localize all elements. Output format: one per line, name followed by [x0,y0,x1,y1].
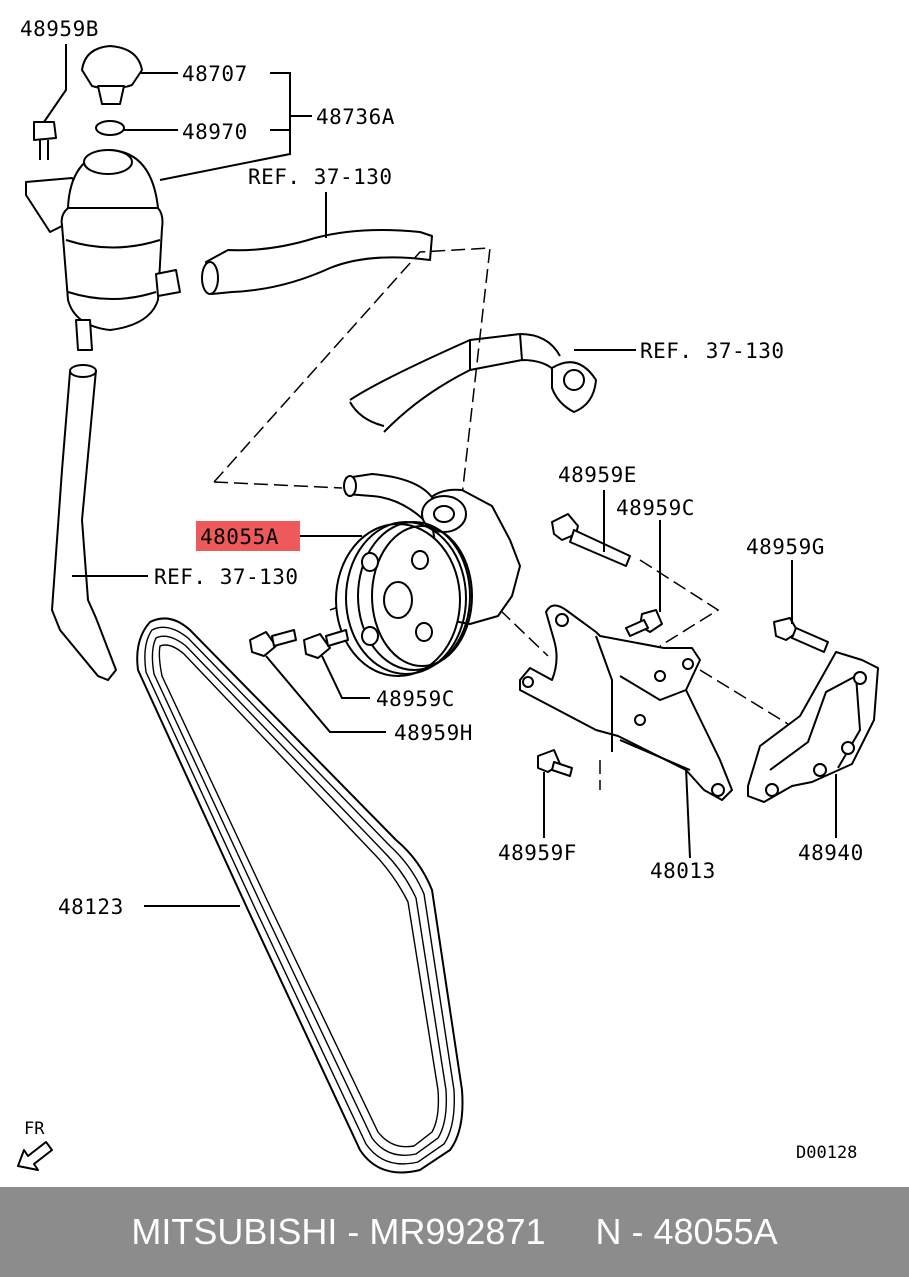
highlight-box [196,521,300,551]
supply-hose [50,364,118,682]
leader-lines [43,44,837,907]
footer-text: MITSUBISHI - MR992871 N - 48055A [131,1211,778,1252]
pressure-hose [349,332,597,433]
label-48736A: 48736A [316,105,395,129]
bolt-48959G [773,617,829,653]
projection-lines [213,247,789,790]
bracket-48013 [519,604,733,801]
label-48055A: 48055A [200,525,279,549]
label-48959F: 48959F [498,841,577,865]
label-48959G: 48959G [746,535,825,559]
power-steering-pump [335,473,521,677]
label-48940: 48940 [798,841,864,865]
label-ref-left: REF. 37-130 [154,565,299,589]
label-fr: FR [24,1119,45,1139]
label-ref-mid: REF. 37-130 [640,339,785,363]
label-48959C-top: 48959C [616,496,695,520]
reservoir-tank [25,45,181,351]
bolt-48959E [551,513,631,567]
front-arrow-icon: FR [17,1119,53,1171]
label-ref-top: REF. 37-130 [248,165,393,189]
label-48959B: 48959B [20,17,99,41]
bolt-48959H [249,629,297,657]
diagram-code: D00128 [796,1143,857,1163]
drive-belt [136,617,464,1174]
label-48959E: 48959E [558,463,637,487]
label-48707: 48707 [182,62,248,86]
bolt-48959C-bottom [303,629,349,659]
label-48123: 48123 [58,895,124,919]
label-48959H: 48959H [394,721,473,745]
parts-diagram: 48959B 48707 48970 48736A REF. 37-130 RE… [17,17,879,1174]
label-48013: 48013 [650,859,716,883]
bracket-48940 [747,651,879,803]
return-hose [201,229,433,295]
label-48959C-bottom: 48959C [376,687,455,711]
bolt-48959F [537,749,573,777]
bolt-48959C-top [625,609,663,637]
label-48970: 48970 [182,120,248,144]
footer-bar: MITSUBISHI - MR992871 N - 48055A [0,1187,909,1277]
